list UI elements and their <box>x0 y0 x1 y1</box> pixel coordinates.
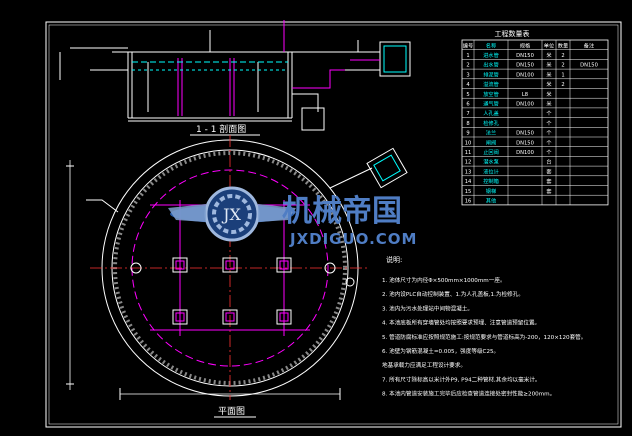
svg-text:JX: JX <box>221 205 241 224</box>
table-cell: 个 <box>546 130 552 137</box>
table-cell: 4 <box>466 82 470 88</box>
drawing-frame-inner <box>48 24 619 425</box>
watermark-cn: 机械帝国 <box>282 194 402 229</box>
note-line: 1. 池体尺寸为内径Φ×500mm×1000mm一座。 <box>382 276 506 284</box>
table-cell: 通气管 <box>483 100 499 108</box>
table-cell: 其他 <box>486 197 496 205</box>
table-cell: DN150 <box>516 53 534 59</box>
note-line: 6. 池壁为钢筋混凝土=0.005，强度等级C25。 <box>382 347 499 355</box>
notes-title: 说明: <box>386 255 402 264</box>
table-cell: 2 <box>561 63 564 69</box>
table-cell: 个 <box>546 120 552 127</box>
note-line: 3. 池内为污水处理站中间物混凝土。 <box>382 304 473 312</box>
table-cell: DN150 <box>516 63 534 69</box>
note-line: 2. 池内设PLC自动控制装置、1.为人孔盖板,1.为检修孔。 <box>382 290 524 298</box>
table-cell: 个 <box>546 110 552 117</box>
table-header-cell: 备注 <box>584 41 594 49</box>
note-line: 8. 本池内管道安装施工完毕后应检查管道连接处密封性能≥200mm。 <box>382 390 555 398</box>
table-cell: 10 <box>465 140 472 146</box>
table-cell: 个 <box>546 139 552 146</box>
table-cell: 闸阀 <box>486 138 496 146</box>
watermark-en: JXDIGUO.COM <box>289 230 417 248</box>
table-cell: 出水管 <box>483 61 499 69</box>
table-cell: 8 <box>466 121 469 127</box>
table-cell: 台 <box>546 158 551 166</box>
table-cell: DN150 <box>580 63 598 69</box>
table-cell: 2 <box>561 53 564 59</box>
table-cell: DN150 <box>516 140 534 146</box>
table-cell: 米 <box>546 90 552 98</box>
watermark-logo: JX <box>168 186 296 242</box>
table-cell: 7 <box>466 111 469 117</box>
table-cell: 米 <box>546 100 552 108</box>
table-cell: 2 <box>561 82 564 88</box>
plan-view <box>66 135 408 400</box>
table-header-cell: 单位 <box>544 41 554 49</box>
note-line: 4. 本池底板所有穿墙管处均按照要求预埋、注意管道预留位置。 <box>382 319 540 327</box>
table-cell: 进水管 <box>483 51 499 59</box>
table-title: 工程数量表 <box>495 29 530 38</box>
table-cell: 12 <box>465 160 472 166</box>
note-line: 5. 管道防腐标准应按照规范施工:按规范要求与管道标高为-200，120×120… <box>382 333 586 341</box>
table-cell: 11 <box>465 150 472 156</box>
notes-list: 1. 池体尺寸为内径Φ×500mm×1000mm一座。 2. 池内设PLC自动控制… <box>382 276 586 398</box>
table-cell: DN150 <box>516 131 534 137</box>
table-cell: 6 <box>466 102 469 108</box>
table-cell: 法兰 <box>486 129 496 137</box>
section-view <box>59 20 411 131</box>
table-cell: 检修孔 <box>483 119 499 127</box>
table-cell: 止回阀 <box>483 148 499 156</box>
table-cell: 套 <box>546 167 552 175</box>
table-cell: 15 <box>465 189 472 195</box>
table-frame <box>461 39 609 206</box>
table-cell: 3 <box>466 72 469 78</box>
table-cell: 米 <box>546 51 552 59</box>
table-cell: 14 <box>465 179 472 185</box>
table-header-cell: 规格 <box>520 41 531 49</box>
table-header-cell: 数量 <box>558 41 568 49</box>
note-line: 地基承载力应满足工程设计要求。 <box>382 361 466 369</box>
table-cell: 米 <box>546 70 552 78</box>
table-cell: 排泥管 <box>483 70 499 78</box>
table-cell: DN100 <box>516 150 534 156</box>
table-cell: 套 <box>546 177 552 185</box>
drawing-frame <box>45 21 622 428</box>
table-cell: 9 <box>466 131 469 137</box>
note-line: 7. 所有尺寸除标高以米计外P9, P94二种管材,其余均以毫米计。 <box>382 375 541 383</box>
table-cell: 16 <box>465 199 472 205</box>
table-cell: DN100 <box>516 102 534 108</box>
table-cell: 13 <box>465 169 472 175</box>
table-cell: 1 <box>561 72 564 78</box>
table-header-cell: 名称 <box>486 41 496 49</box>
section-title: 1 - 1 剖面图 <box>196 123 246 135</box>
table-cell: DN100 <box>516 72 534 78</box>
table-cell: 套 <box>546 187 552 195</box>
table-cell: 放空管 <box>483 90 499 98</box>
table-cell: 5 <box>466 92 469 98</box>
table-cell: 潜水泵 <box>483 158 499 166</box>
table-cell: 2 <box>466 63 469 69</box>
table-cell: 控制箱 <box>483 177 499 185</box>
table-cell: 1 <box>466 53 469 59</box>
table-cell: 人孔盖 <box>483 109 499 117</box>
table-cell: L8 <box>522 92 528 98</box>
table-cell: 液位计 <box>483 167 499 175</box>
plan-title: 平面图 <box>218 406 245 417</box>
table-cell: 米 <box>546 61 552 69</box>
table-cell: 溢流管 <box>483 80 499 88</box>
table-cell: 米 <box>546 80 552 88</box>
table-header-cell: 编号 <box>463 41 473 49</box>
table-cell: 个 <box>546 149 552 156</box>
table-cell: 钢梯 <box>486 187 496 195</box>
